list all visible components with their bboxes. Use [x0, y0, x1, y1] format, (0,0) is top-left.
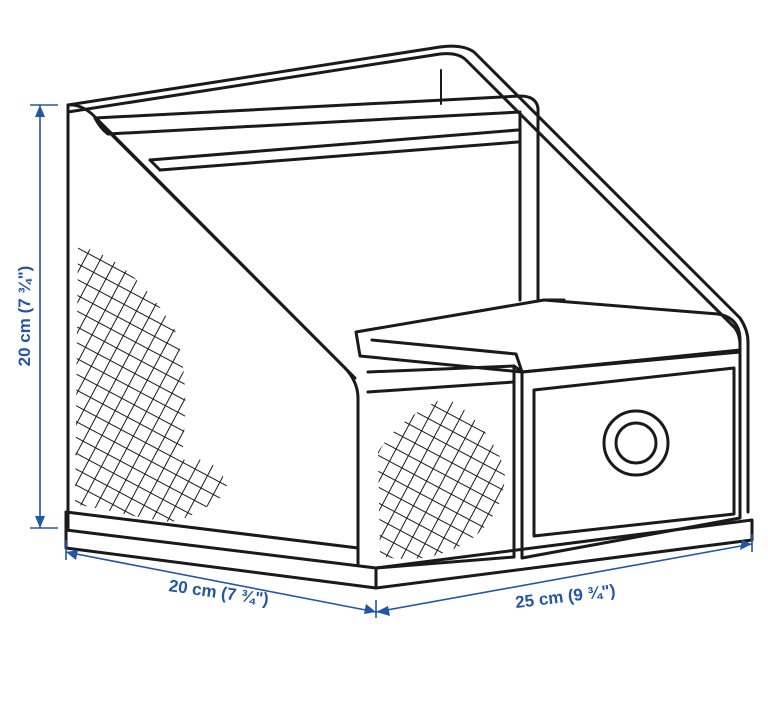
left-panel-mesh [75, 246, 228, 522]
drawer-mesh [378, 398, 505, 559]
width-label: 25 cm (9 ¾") [514, 581, 616, 612]
organizer-outline [64, 44, 754, 590]
right-drawer [520, 350, 742, 560]
drawer-top [354, 298, 742, 374]
height-dimension: 20 cm (7 ¾") [15, 104, 58, 529]
drawer-knob [602, 409, 670, 477]
base-plate [64, 510, 378, 590]
height-label: 20 cm (7 ¾") [15, 266, 34, 367]
back-panel-rim [66, 44, 750, 514]
depth-dimension: 20 cm (7 ¾") [65, 540, 377, 618]
left-drawer [366, 364, 516, 570]
